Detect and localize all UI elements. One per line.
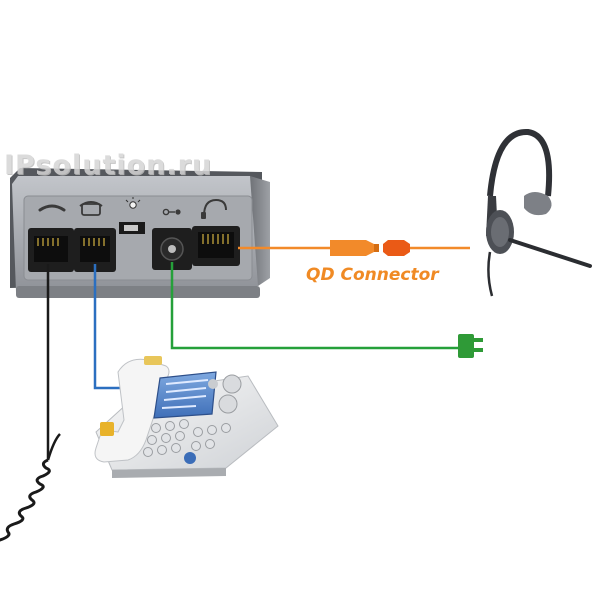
phone-port[interactable] bbox=[74, 228, 116, 272]
power-adapter bbox=[458, 334, 474, 358]
phone-display bbox=[153, 371, 217, 419]
plug-icon bbox=[162, 208, 181, 216]
telephone-icon bbox=[79, 201, 103, 216]
qd-cable bbox=[238, 240, 470, 256]
indicator-light-icon bbox=[125, 197, 141, 209]
phone-navigation-buttons bbox=[208, 374, 242, 414]
headset-headband-pad bbox=[524, 192, 552, 216]
line-port[interactable] bbox=[28, 228, 74, 272]
handset-brand-badge bbox=[144, 356, 162, 365]
headset-microphone-boom bbox=[508, 238, 592, 268]
power-cable bbox=[170, 262, 483, 358]
headset-headband bbox=[487, 128, 553, 197]
headset bbox=[486, 128, 592, 297]
watermark-logo: IPsolution.ru bbox=[4, 150, 213, 181]
qd-connector-label: QD Connector bbox=[306, 265, 439, 285]
qd-plug-left bbox=[330, 240, 374, 256]
headset-port[interactable] bbox=[192, 226, 240, 266]
base-side-panel bbox=[250, 176, 270, 286]
base-bottom-edge bbox=[16, 286, 260, 298]
phone-keypad bbox=[143, 419, 231, 464]
handset-coiled-cord bbox=[0, 433, 61, 542]
qd-plug-right bbox=[383, 240, 410, 256]
handset-icon bbox=[38, 204, 66, 212]
handset-brand-logo bbox=[100, 422, 114, 436]
telephone-handset bbox=[94, 356, 170, 463]
headset-icon bbox=[201, 198, 227, 219]
phone-cable bbox=[93, 264, 128, 390]
desk-telephone bbox=[94, 356, 279, 478]
power-port[interactable] bbox=[152, 228, 192, 270]
indicator-window bbox=[119, 222, 145, 234]
headset-cable bbox=[487, 251, 494, 297]
